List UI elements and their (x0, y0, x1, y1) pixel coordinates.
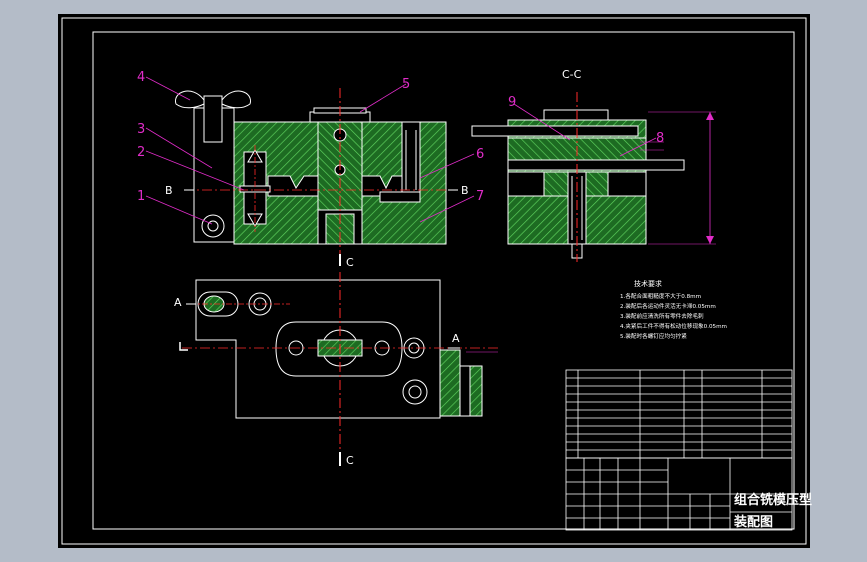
cut-label-c-bottom: C (346, 454, 354, 467)
cut-label-a-right: A (452, 332, 460, 345)
section-cc-view: C-C (471, 68, 716, 262)
tech-note-5: 5.装配时各螺钉应均匀拧紧 (620, 332, 687, 340)
balloon-4: 4 (137, 70, 145, 85)
wing-nut (175, 90, 205, 109)
balloon-leaders (145, 76, 657, 225)
title-block (565, 457, 793, 531)
balloon-9: 9 (508, 95, 516, 110)
tech-note-3: 3.装配前应清洗所有零件去除毛刺 (620, 312, 704, 320)
balloon-7: 7 (476, 189, 484, 204)
cut-label-b-right: B (461, 184, 469, 197)
tech-note-1: 1.各配合面粗糙度不大于0.8mm (620, 292, 701, 300)
drawing-name-line2: 装配图 (733, 514, 773, 530)
balloon-5: 5 (402, 77, 410, 92)
front-view (175, 88, 450, 258)
cut-label-c-top: C (346, 256, 354, 269)
balloon-6: 6 (476, 147, 484, 162)
cut-label-a-left: A (174, 296, 182, 309)
tech-note-2: 2.装配后各运动件灵活无卡滞0.05mm (620, 302, 716, 310)
tech-notes-title: 技术要求 (634, 279, 662, 288)
drawing-name-line1: 组合铣模压型 (734, 492, 812, 508)
balloon-2: 2 (137, 145, 145, 160)
parts-list-table (565, 369, 793, 459)
section-upper-shaft (471, 125, 639, 137)
front-bolt-right (401, 121, 421, 193)
balloon-1: 1 (137, 189, 145, 204)
cut-label-b-left: B (165, 184, 173, 197)
top-view (182, 272, 500, 456)
section-title-cc: C-C (562, 68, 582, 81)
outer-frame (61, 17, 807, 545)
inner-frame (92, 31, 795, 530)
tech-note-4: 4.夹紧后工件不得有松动位移现象0.05mm (620, 322, 727, 330)
section-middle-shaft (507, 159, 685, 171)
balloon-8: 8 (656, 131, 664, 146)
balloon-3: 3 (137, 122, 145, 137)
